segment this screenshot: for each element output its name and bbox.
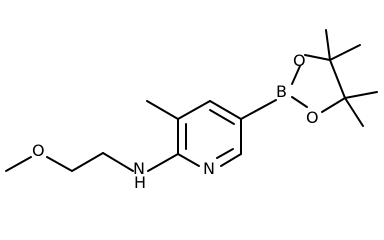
methyl-to-methoxy-oxygen-bond — [5, 156, 32, 172]
pyridine-ring — [146, 100, 242, 172]
boron-to-top-oxygen-bond — [291, 65, 301, 85]
methylene-to-amine-nitrogen-bond — [102, 152, 134, 172]
amine-hydrogen-label: H — [134, 173, 146, 190]
atom-labels: O N H N B O O — [32, 51, 319, 190]
ring-carbon-to-boron-bond — [240, 99, 277, 120]
structure-canvas: O N H N B O O — [5, 29, 378, 190]
boron-to-bottom-oxygen-bond — [291, 96, 308, 108]
bottom-oxygen-to-quaternary-carbon-bond — [321, 97, 346, 113]
ring-bond-c3-c4 — [177, 100, 211, 120]
methyl-substituent-bond — [146, 100, 179, 120]
ethylene-bond — [71, 152, 104, 172]
methoxy-oxygen-label: O — [32, 141, 45, 160]
bottom-carbon-methyl-bond-down — [344, 97, 364, 127]
ring-bond-c6-n1 — [220, 153, 242, 167]
methoxy-oxygen-to-methylene-bond — [46, 156, 73, 172]
bottom-carbon-methyl-bond-right — [344, 91, 378, 99]
chemical-structure-diagram: O N H N B O O — [5, 29, 378, 190]
pinacol-boronate-ester — [240, 29, 378, 127]
top-carbon-methyl-bond-up — [325, 29, 331, 61]
ring-nitrogen-label: N — [203, 159, 215, 178]
ring-double-bond-c6-n1-inner — [216, 148, 234, 159]
methoxyethyl-chain — [5, 152, 134, 172]
ring-bond-c4-c5 — [209, 100, 242, 120]
quaternary-carbon-to-quaternary-carbon-bond — [329, 59, 346, 99]
amine-nitrogen-to-ring-carbon-bond — [147, 153, 179, 172]
ring-double-bond-c4-c5-inner — [209, 109, 235, 125]
top-oxygen-to-quaternary-carbon-bond — [304, 54, 331, 61]
top-ring-oxygen-label: O — [293, 51, 306, 70]
top-carbon-methyl-bond-right — [329, 44, 361, 61]
amine-nitrogen-label: N — [133, 159, 145, 178]
bottom-ring-oxygen-label: O — [306, 108, 319, 127]
boron-label: B — [276, 82, 287, 101]
ring-bond-n1-c2 — [177, 153, 200, 167]
